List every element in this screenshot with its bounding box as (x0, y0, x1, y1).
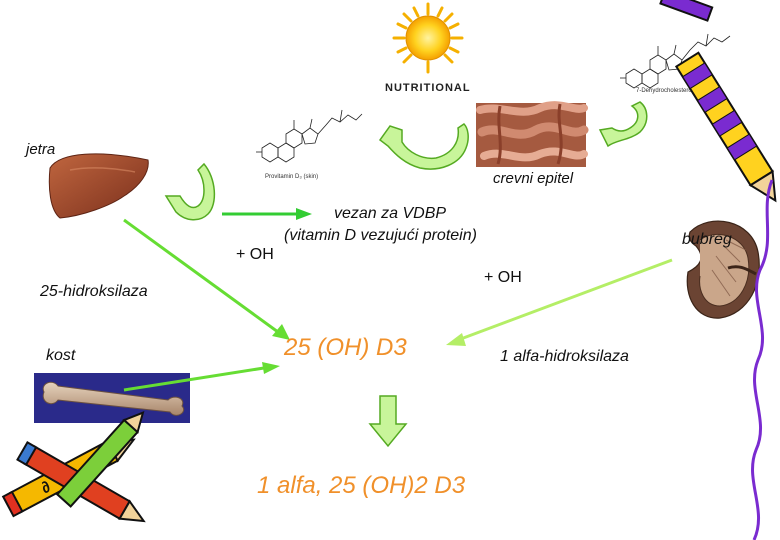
label-25-oh-d3: 25 (OH) D3 (284, 334, 407, 361)
arrow-bone-to-25ohd3 (123, 362, 280, 392)
kidney-image (680, 216, 762, 320)
label-oh-right: + OH (484, 269, 522, 286)
liver-image (46, 150, 150, 220)
label-crevni-epitel: crevni epitel (493, 170, 574, 187)
label-kost: kost (46, 347, 76, 364)
provitamin-molecule-icon (256, 109, 363, 163)
intestine-image (476, 101, 589, 167)
dehydrocholesterol-caption: 7-Dehydrocholesterol (skin) (636, 88, 709, 94)
curved-arrow-provitamin-to-liver (164, 162, 216, 221)
arrow-vdbp (222, 208, 312, 220)
label-25-hidroksilaza: 25-hidroksilaza (40, 283, 148, 300)
purple-pencil-icon (659, 0, 777, 203)
pencils-icon: ∂ (1, 411, 146, 523)
curved-arrow-sun-to-intestine (378, 123, 469, 170)
curved-arrow-molecule-to-intestine (598, 101, 648, 148)
label-jetra: jetra (26, 141, 56, 158)
label-vezan-line2: (vitamin D vezujući protein) (284, 227, 477, 244)
arrow-kidney-to-25ohd3 (446, 258, 673, 346)
bone-image (34, 373, 190, 423)
nutritional-logo-text: NUTRITIONAL (385, 82, 471, 94)
sun-icon (392, 2, 464, 74)
purple-squiggle-line (751, 179, 774, 540)
label-bubreg: bubreg (682, 231, 732, 248)
label-1-alfa-hidroksilaza: 1 alfa-hidroksilaza (500, 348, 629, 365)
provitamin-caption: Provitamin D₃ (skin) (265, 174, 318, 180)
label-vezan-line1: vezan za VDBP (334, 205, 447, 222)
arrow-down-to-final (368, 395, 408, 448)
arrow-liver-to-25ohd3 (123, 218, 290, 340)
label-final-product: 1 alfa, 25 (OH)2 D3 (257, 472, 466, 499)
label-oh-left: + OH (236, 246, 274, 263)
